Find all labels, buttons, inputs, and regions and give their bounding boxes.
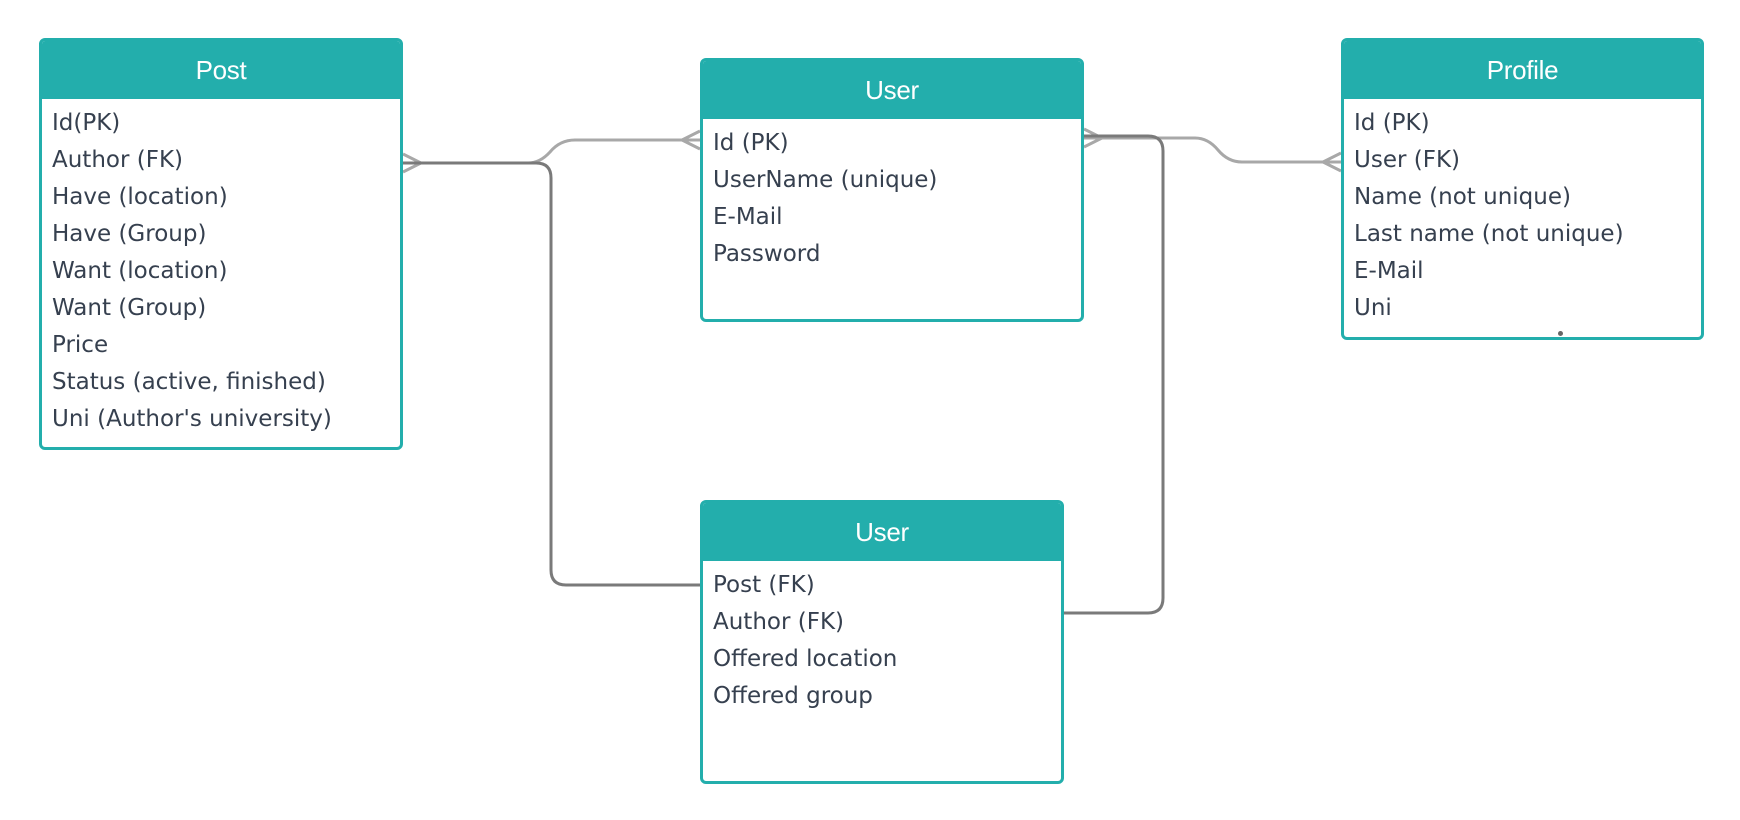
field-post-want-location: Want (location) [52, 258, 228, 284]
field-post-want-group: Want (Group) [52, 295, 207, 321]
field-profile-uni: Uni [1354, 295, 1392, 321]
field-profile-email: E-Mail [1354, 258, 1424, 284]
field-profile-name: Name (not unique) [1354, 184, 1571, 210]
entity-post-title: Post [42, 41, 400, 99]
field-profile-id: Id (PK) [1354, 110, 1430, 136]
field-post-price: Price [52, 332, 109, 358]
field-user-email: E-Mail [713, 204, 783, 230]
field-profile-last-name: Last name (not unique) [1354, 221, 1624, 247]
entity-offer[interactable]: User Post (FK) Author (FK) Offered locat… [700, 500, 1064, 784]
entity-offer-title: User [703, 503, 1061, 561]
field-user-password: Password [713, 241, 821, 267]
connector-offer-user [1064, 134, 1165, 615]
entity-user-fields: Id (PK) UserName (unique) E-Mail Passwor… [703, 119, 1081, 273]
connector-offer-post [403, 161, 700, 587]
field-user-username: UserName (unique) [713, 167, 938, 193]
entity-user[interactable]: User Id (PK) UserName (unique) E-Mail Pa… [700, 58, 1084, 322]
field-offer-author: Author (FK) [713, 609, 845, 635]
field-offer-location: Offered location [713, 646, 898, 672]
crowfoot-user-id-left [678, 129, 701, 151]
field-post-id: Id(PK) [52, 110, 121, 136]
entity-offer-fields: Post (FK) Author (FK) Offered location O… [703, 561, 1061, 715]
connector-post-user [403, 138, 700, 165]
field-offer-group: Offered group [713, 683, 873, 709]
field-post-have-group: Have (Group) [52, 221, 207, 247]
field-post-uni: Uni (Author's university) [52, 406, 332, 432]
crowfoot-user-id-right [1083, 127, 1106, 149]
field-profile-user: User (FK) [1354, 147, 1460, 173]
resize-handle-dot [1558, 331, 1563, 336]
field-post-have-location: Have (location) [52, 184, 228, 210]
field-offer-post: Post (FK) [713, 572, 815, 598]
field-post-status: Status (active, finished) [52, 369, 326, 395]
entity-post[interactable]: Post Id(PK) Author (FK) Have (location) … [39, 38, 403, 450]
entity-profile[interactable]: Profile Id (PK) User (FK) Name (not uniq… [1341, 38, 1704, 340]
field-post-author: Author (FK) [52, 147, 184, 173]
field-user-id: Id (PK) [713, 130, 789, 156]
entity-profile-fields: Id (PK) User (FK) Name (not unique) Last… [1344, 99, 1701, 327]
crowfoot-profile-user [1319, 151, 1342, 173]
entity-profile-title: Profile [1344, 41, 1701, 99]
connector-profile-user [1084, 136, 1341, 164]
entity-user-title: User [703, 61, 1081, 119]
entity-post-fields: Id(PK) Author (FK) Have (location) Have … [42, 99, 400, 438]
